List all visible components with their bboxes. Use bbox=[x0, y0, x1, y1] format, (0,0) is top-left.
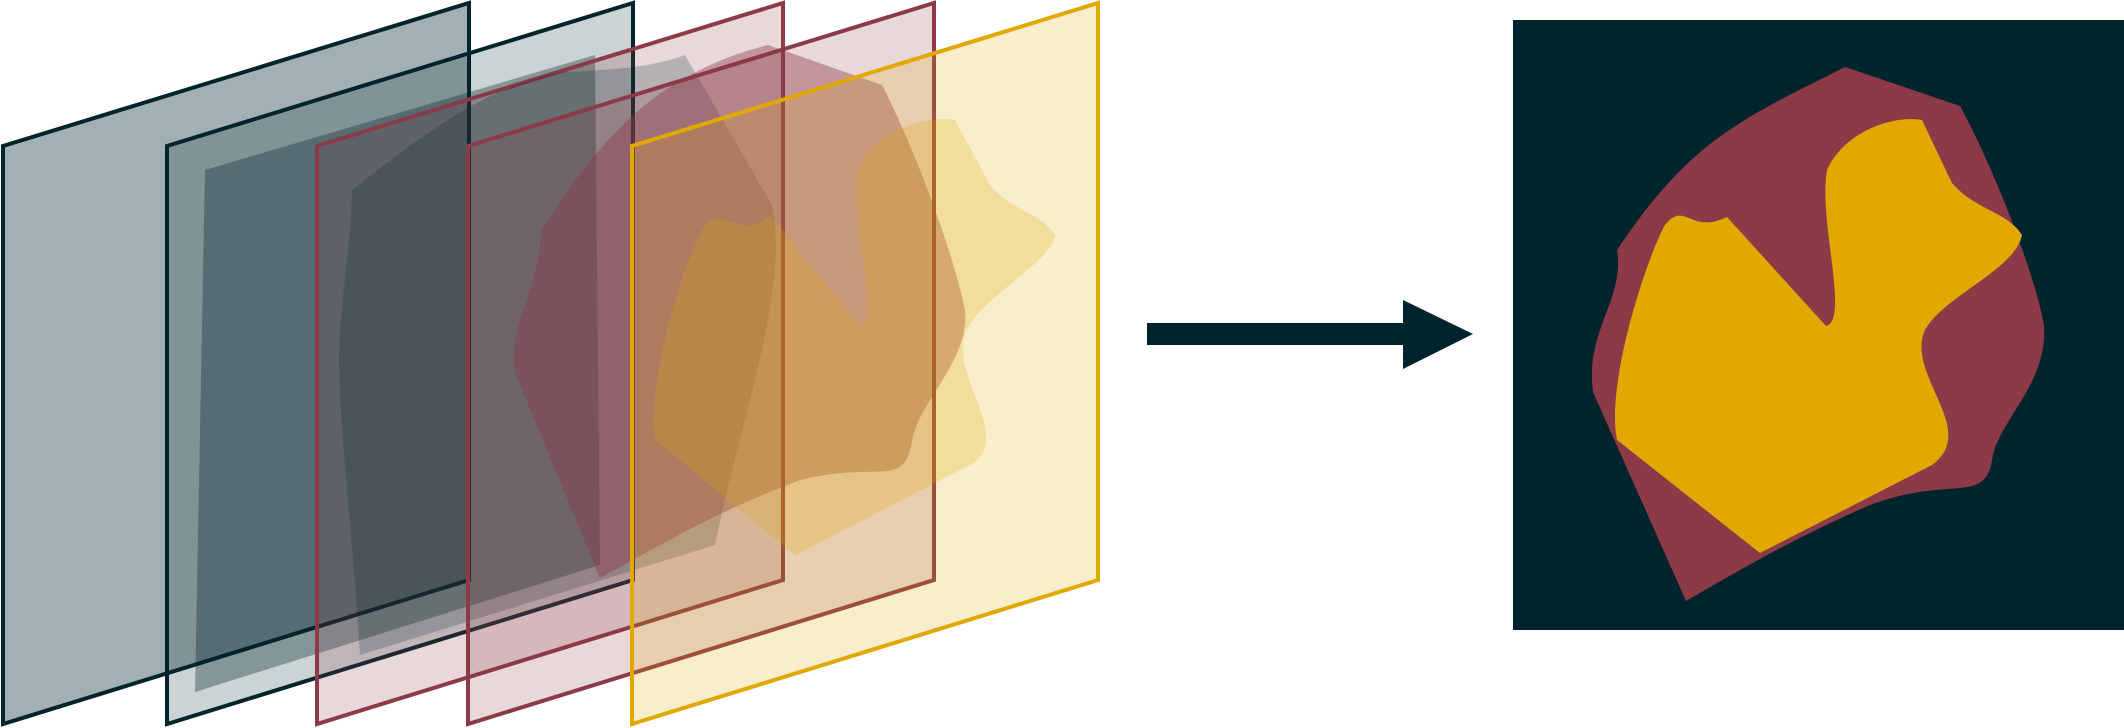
layer-5 bbox=[630, 0, 1100, 727]
layer-4-panel bbox=[466, 0, 936, 727]
layer-4-region bbox=[513, 45, 966, 578]
result-region-inner bbox=[1614, 119, 2022, 554]
layer-stack bbox=[1, 0, 1100, 727]
arrow-shaft bbox=[1147, 323, 1407, 345]
layer-2-region bbox=[195, 55, 600, 692]
composite-result bbox=[1513, 20, 2124, 630]
layer-4 bbox=[466, 0, 966, 727]
layer-5-region bbox=[653, 119, 1055, 556]
layer-5-panel bbox=[630, 0, 1100, 727]
layer-3-panel bbox=[315, 0, 785, 727]
layer-2 bbox=[165, 0, 635, 727]
layer-3 bbox=[315, 0, 785, 727]
layer-3-region bbox=[339, 55, 776, 655]
right-arrow bbox=[1147, 300, 1473, 369]
arrow-head bbox=[1403, 300, 1473, 369]
